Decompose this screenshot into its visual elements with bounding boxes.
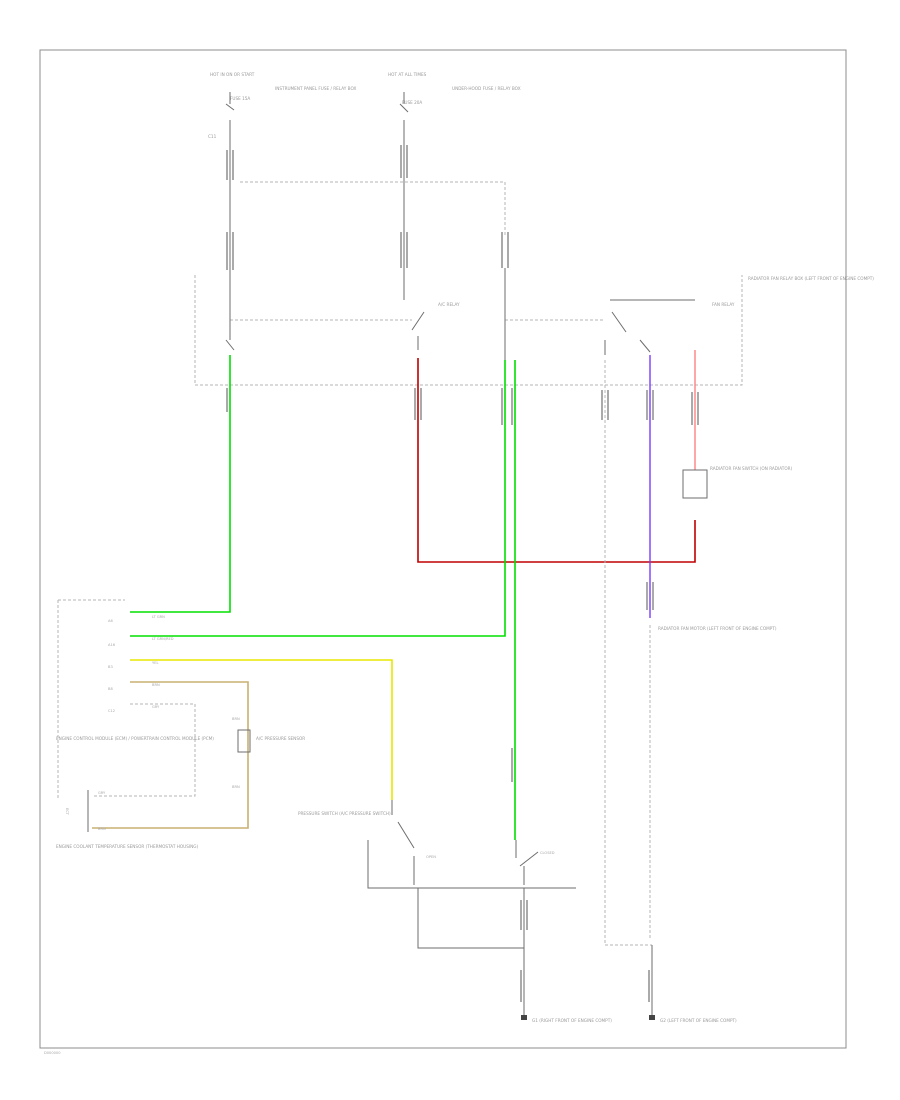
fuse-mid-symbol (399, 92, 409, 113)
relay2-label: FAN RELAY (712, 302, 735, 307)
connector-red-1 (414, 388, 422, 420)
resistor-symbol (237, 729, 251, 753)
ground-g2-icon (649, 1015, 655, 1020)
connector-mid-2 (400, 232, 408, 268)
wire-lt-grn (130, 355, 231, 613)
wire-yellow (130, 659, 393, 800)
pcm-wire-5: GRY (152, 705, 160, 709)
wire-gray-right (604, 360, 652, 946)
fuse-left-note: INSTRUMENT PANEL FUSE / RELAY BOX (275, 86, 356, 91)
connector-violet-1 (646, 390, 654, 420)
ect-wire-2: BRN (98, 827, 106, 831)
ground-g1-icon (521, 1015, 527, 1020)
wire-red-loop (417, 358, 696, 563)
pcm-title: ENGINE CONTROL MODULE (ECM) / POWERTRAIN… (56, 736, 214, 741)
pcm-pin-1: A6 (108, 619, 113, 623)
fuse-mid-sub: FUSE 20A (402, 100, 422, 105)
pcm-pin-3: B3 (108, 665, 113, 669)
wire-gry (92, 703, 196, 797)
pressure-switch-closed (515, 840, 539, 885)
relay-box-label: RADIATOR FAN RELAY BOX (LEFT FRONT OF EN… (748, 276, 874, 281)
ect-wire-1: GRY (98, 791, 106, 795)
switch-housing (367, 840, 576, 889)
pcm-wire-3: YEL (152, 661, 158, 665)
dashed-link-top (240, 181, 506, 235)
switch-label-closed: CLOSED (540, 851, 555, 855)
ect-sensor-label: ENGINE COOLANT TEMPERATURE SENSOR (THERM… (56, 844, 199, 849)
relay1-switch (411, 311, 425, 350)
diode-box (682, 469, 708, 499)
diode-label: RADIATOR FAN SWITCH (ON RADIATOR) (710, 466, 793, 471)
pressure-switch-open (391, 800, 415, 885)
connector-green-2 (501, 388, 513, 425)
pcm-wire-4: BRN (152, 683, 160, 687)
fuse-mid-note: UNDER-HOOD FUSE / RELAY BOX (452, 86, 521, 91)
wire-tan (92, 681, 249, 829)
circuit-c11: C11 (208, 134, 217, 139)
fuse-left-label: HOT IN ON OR START (210, 72, 255, 77)
fuse-left-sub: FUSE 15A (230, 96, 250, 101)
relay-box-outline (194, 275, 743, 386)
wire-lt-grn-red (130, 360, 506, 637)
pressure-switch-label: PRESSURE SWITCH (A/C PRESSURE SWITCH) (298, 811, 391, 816)
connector-left-2 (226, 232, 234, 270)
pcm-pin-5: C12 (108, 709, 115, 713)
resistor-wire-2: BRN (232, 785, 240, 789)
connector-mid-1 (400, 145, 408, 178)
connector-right-1 (501, 232, 509, 268)
fuse-left-symbol (225, 92, 235, 111)
ect-side-label: ECT (65, 808, 69, 816)
switch-label-open: OPEN (426, 855, 436, 859)
pcm-outline (57, 599, 125, 800)
ground-bus-left (417, 888, 524, 949)
relay2-switch (604, 311, 651, 355)
resistor-wire-1: BRN (232, 717, 240, 721)
pcm-wire-2: LT GRN/RED (152, 637, 174, 641)
fuse-mid-label: HOT AT ALL TIMES (388, 72, 427, 77)
footer-code: D000000 (44, 1051, 61, 1055)
fan-motor-label: RADIATOR FAN MOTOR (LEFT FRONT OF ENGINE… (658, 626, 777, 631)
ground-g1-label: G1 (RIGHT FRONT OF ENGINE COMPT) (532, 1018, 612, 1023)
diagram-frame (39, 49, 847, 1049)
connector-left-1 (226, 150, 234, 180)
connector-gray-1 (601, 390, 609, 420)
pcm-wire-1: LT GRN (152, 615, 165, 619)
pcm-pin-2: A16 (108, 643, 116, 647)
resistor-label: A/C PRESSURE SENSOR (256, 736, 305, 741)
pcm-pin-4: B8 (108, 687, 113, 691)
connector-pink-1 (691, 392, 699, 425)
relay1-label: A/C RELAY (438, 302, 460, 307)
connector-violet-2 (646, 582, 654, 610)
relay-contact-left (225, 300, 235, 351)
connector-gnd-1 (520, 900, 528, 930)
ground-g2-label: G2 (LEFT FRONT OF ENGINE COMPT) (660, 1018, 737, 1023)
